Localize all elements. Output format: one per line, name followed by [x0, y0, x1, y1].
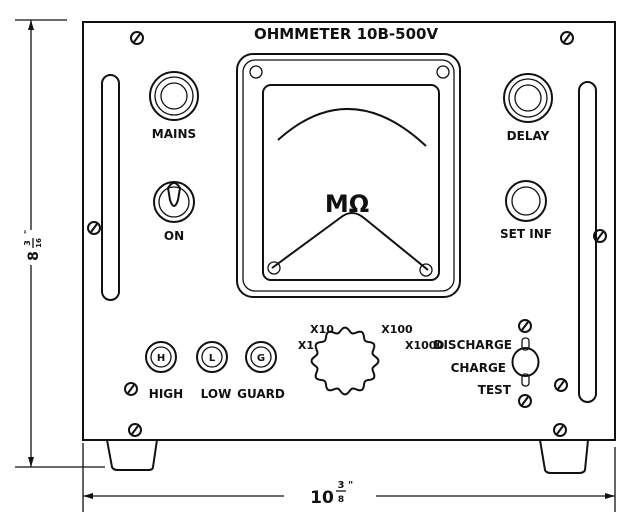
- svg-text:L: L: [209, 353, 216, 364]
- svg-text:H: H: [157, 353, 165, 364]
- range-selector-knob[interactable]: [310, 326, 380, 396]
- meter-screw: [419, 263, 433, 277]
- panel-screws: [87, 31, 607, 437]
- delay-label: DELAY: [507, 129, 550, 143]
- set-inf-knob[interactable]: [505, 180, 547, 222]
- width-dimension: 10 3 8 ": [82, 443, 616, 512]
- on-label: ON: [164, 229, 184, 243]
- left-handle-slot: [101, 74, 120, 301]
- high-label: HIGH: [149, 387, 183, 401]
- meter: MΩ: [236, 53, 461, 298]
- charge-label: CHARGE: [451, 361, 506, 375]
- terminal-low[interactable]: L: [196, 341, 228, 373]
- screw-icon: [87, 221, 101, 235]
- screw-icon: [124, 382, 138, 396]
- height-dimension: 8 3 16 ": [15, 19, 105, 468]
- svg-text:10: 10: [310, 488, 334, 508]
- screw-icon: [128, 423, 142, 437]
- test-label: TEST: [478, 383, 512, 397]
- screw-icon: [560, 31, 574, 45]
- screw-icon: [553, 423, 567, 437]
- svg-text:": ": [23, 230, 32, 234]
- range-label-x1: X1: [298, 339, 314, 352]
- mains-indicator: [149, 71, 199, 121]
- meter-screw: [249, 65, 263, 79]
- screw-icon: [554, 378, 568, 392]
- screw-icon: [518, 319, 532, 333]
- range-label-x1000: X1000: [405, 339, 444, 352]
- svg-text:G: G: [257, 353, 265, 364]
- terminal-high[interactable]: H: [145, 341, 177, 373]
- front-panel: [82, 21, 616, 441]
- discharge-label: DISCHARGE: [434, 338, 513, 352]
- on-toggle-switch[interactable]: [153, 181, 195, 223]
- svg-text:3: 3: [338, 480, 345, 491]
- screw-icon: [518, 394, 532, 408]
- screw-icon: [593, 229, 607, 243]
- delay-indicator: [503, 73, 553, 123]
- right-handle-slot: [578, 81, 597, 403]
- meter-unit: MΩ: [325, 190, 369, 218]
- svg-text:16: 16: [35, 238, 43, 248]
- range-label-x10: X10: [310, 323, 334, 336]
- meter-scale-arc: [277, 108, 427, 147]
- panel-title: OHMMETER 10B-500V: [254, 25, 439, 43]
- terminal-guard[interactable]: G: [245, 341, 277, 373]
- meter-needle-housing: [271, 212, 429, 271]
- right-foot: [539, 439, 589, 474]
- left-foot: [106, 439, 158, 471]
- low-label: LOW: [201, 387, 232, 401]
- svg-text:8: 8: [26, 251, 42, 261]
- set-inf-label: SET INF: [500, 227, 552, 241]
- svg-text:": ": [348, 480, 353, 491]
- meter-screw: [267, 261, 281, 275]
- mains-label: MAINS: [152, 127, 196, 141]
- meter-screw: [436, 65, 450, 79]
- range-label-x100: X100: [381, 323, 413, 336]
- guard-label: GUARD: [237, 387, 285, 401]
- screw-icon: [130, 31, 144, 45]
- svg-text:8: 8: [338, 495, 344, 505]
- mode-switch[interactable]: [511, 337, 540, 387]
- svg-text:3: 3: [23, 240, 32, 246]
